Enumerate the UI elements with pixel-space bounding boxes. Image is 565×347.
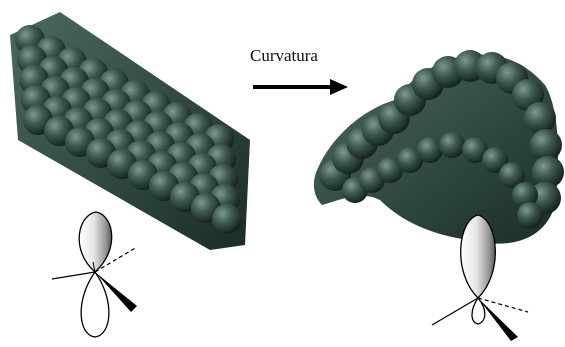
atom-sphere bbox=[212, 204, 242, 234]
flat-graphene-sheet-icon bbox=[10, 12, 250, 250]
atom-sphere bbox=[439, 132, 465, 158]
p-orbital-icon bbox=[52, 212, 137, 337]
atom-sphere bbox=[517, 202, 543, 228]
atom-sphere bbox=[417, 137, 443, 163]
curved-graphene-sheet-icon bbox=[314, 50, 564, 244]
right-arrow-icon bbox=[253, 79, 348, 95]
atom-sphere bbox=[524, 102, 556, 134]
curvature-arrow-label: Curvatura bbox=[250, 46, 318, 66]
